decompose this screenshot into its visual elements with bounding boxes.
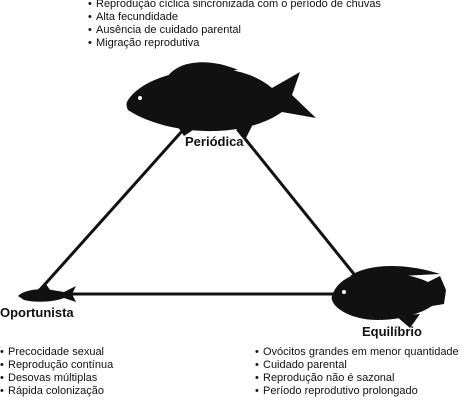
list-item: Reprodução contínua — [0, 359, 113, 372]
fish-equilibrio-icon — [331, 266, 446, 328]
periodica-label: Periódica — [185, 134, 244, 149]
list-item: Reprodução não é sazonal — [255, 372, 459, 385]
list-item: Desovas múltiplas — [0, 372, 113, 385]
fish-periodica-icon — [126, 62, 316, 138]
edge-periodica-oportunista — [36, 128, 185, 294]
list-item: Reprodução cíclica sincronizada com o pe… — [88, 0, 381, 11]
list-item: Migração reprodutiva — [88, 37, 381, 50]
oportunista-traits-list: Precocidade sexual Reprodução contínua D… — [0, 346, 113, 398]
list-item: Período reprodutivo prolongado — [255, 385, 459, 398]
list-item: Cuidado parental — [255, 359, 459, 372]
list-item: Precocidade sexual — [0, 346, 113, 359]
equilibrio-traits-list: Ovócitos grandes em menor quantidade Cui… — [255, 346, 459, 398]
oportunista-label: Oportunista — [0, 305, 74, 320]
list-item: Rápida colonização — [0, 385, 113, 398]
list-item: Alta fecundidade — [88, 11, 381, 24]
list-item: Ausência de cuidado parental — [88, 24, 381, 37]
equilibrio-label: Equilíbrio — [362, 324, 422, 339]
list-item: Ovócitos grandes em menor quantidade — [255, 346, 459, 359]
edge-periodica-equilibrio — [236, 128, 364, 286]
fish-oportunista-icon — [18, 284, 76, 302]
periodica-traits-list: Reprodução cíclica sincronizada com o pe… — [88, 0, 381, 50]
